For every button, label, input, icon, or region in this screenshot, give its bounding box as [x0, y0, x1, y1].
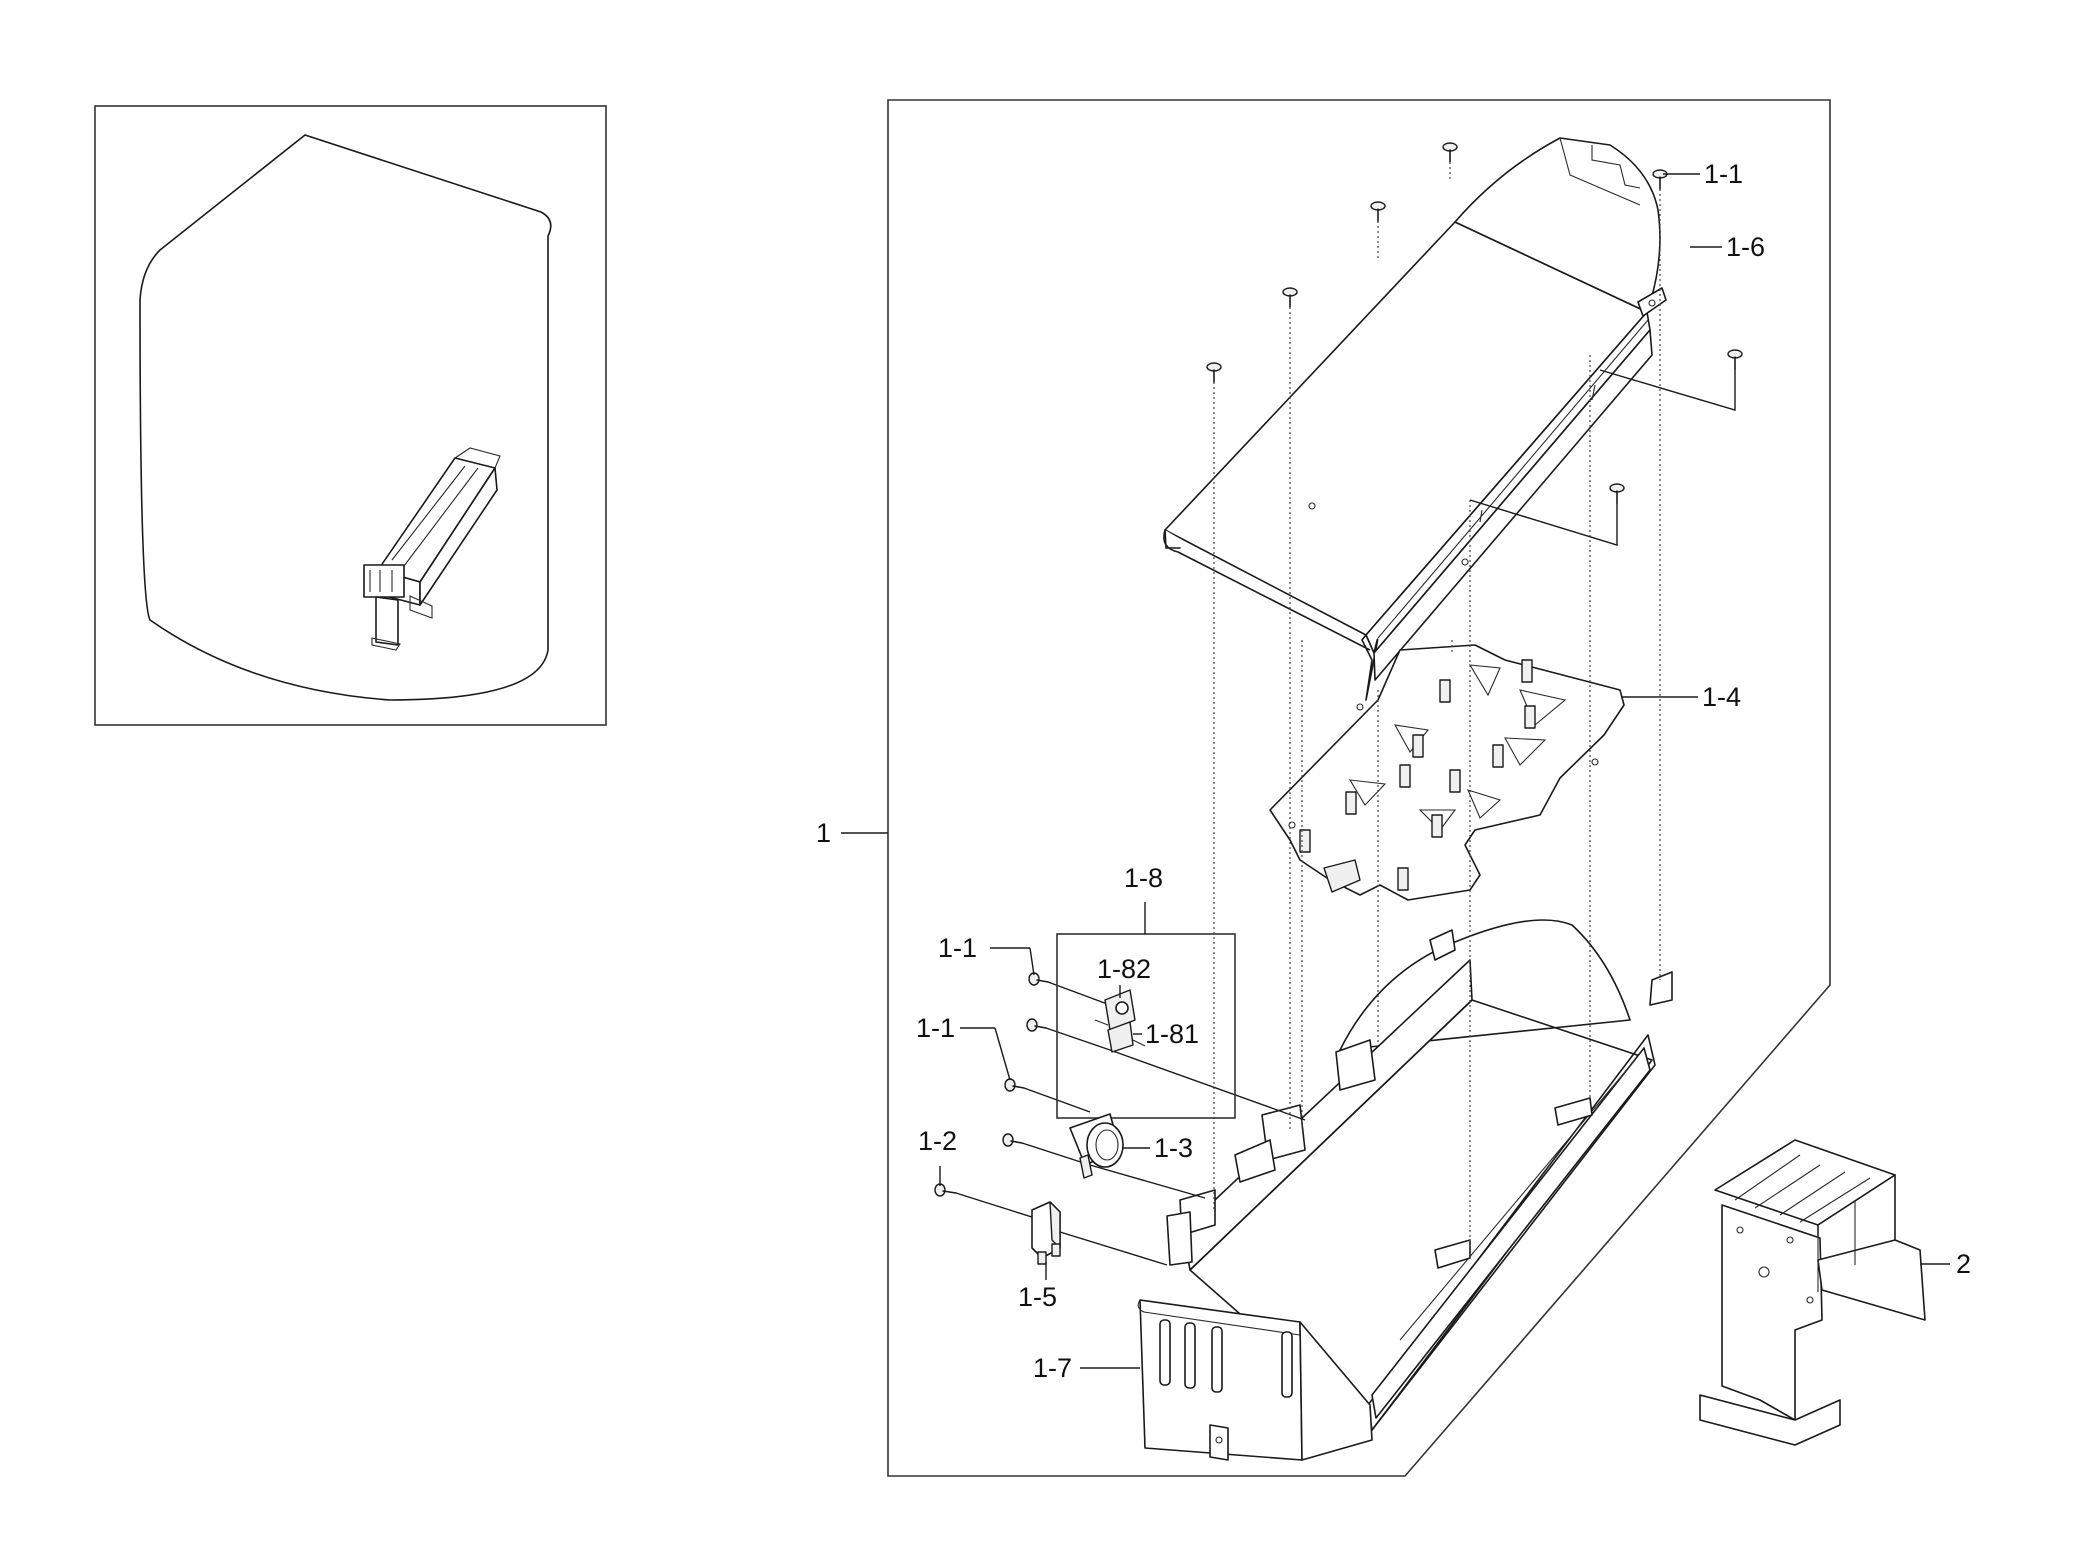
thermostat	[1069, 1113, 1124, 1179]
inset-heater-assembly	[363, 447, 501, 651]
screw	[1026, 1018, 1047, 1032]
screw	[934, 1183, 957, 1197]
front-plate	[1137, 1299, 1373, 1461]
label-1-2: 1-2	[918, 1126, 957, 1156]
screw	[1028, 972, 1049, 986]
heater-plate	[1269, 644, 1625, 901]
screw	[1609, 483, 1625, 504]
label-1-81: 1-81	[1145, 1019, 1199, 1049]
label-1-1-top: 1-1	[1704, 159, 1743, 189]
thermistor-assembly	[1094, 989, 1146, 1053]
screw	[1442, 142, 1458, 163]
screw	[1727, 349, 1743, 370]
label-1-4: 1-4	[1702, 682, 1741, 712]
label-1-7: 1-7	[1033, 1353, 1072, 1383]
label-1-1-low: 1-1	[916, 1013, 955, 1043]
screw	[1652, 169, 1668, 190]
screw	[1282, 287, 1298, 308]
thermal-fuse	[1031, 1201, 1061, 1265]
label-1-8: 1-8	[1124, 863, 1163, 893]
assembly-frame	[887, 99, 1831, 1477]
label-1: 1	[816, 818, 831, 848]
screw	[1004, 1078, 1025, 1092]
subassembly-1-8-box	[1056, 933, 1236, 1119]
label-1-3: 1-3	[1154, 1133, 1193, 1163]
label-1-1-mid: 1-1	[938, 933, 977, 963]
assembly-guides	[955, 162, 1736, 1266]
label-2: 2	[1956, 1249, 1971, 1279]
label-1-82: 1-82	[1097, 954, 1151, 984]
label-1-6: 1-6	[1726, 232, 1765, 262]
screw	[1370, 201, 1386, 222]
mounting-bracket	[1699, 1139, 1926, 1446]
dryer-cabinet-outline	[139, 134, 552, 701]
screw	[1002, 1133, 1023, 1147]
heater-terminals	[1299, 659, 1536, 891]
screws	[934, 142, 1743, 1197]
inset-frame	[94, 105, 607, 726]
heater-housing	[1166, 919, 1673, 1431]
label-1-5: 1-5	[1018, 1282, 1057, 1312]
callout-leaders	[841, 173, 1950, 1369]
duct-cover	[1163, 137, 1667, 701]
overview-inset	[94, 105, 607, 726]
callout-labels: 1-1 1-6 1-4 1 1-8 1-1 1-82 1-81 1-1 1-3 …	[816, 159, 1971, 1383]
screw	[1206, 362, 1222, 383]
